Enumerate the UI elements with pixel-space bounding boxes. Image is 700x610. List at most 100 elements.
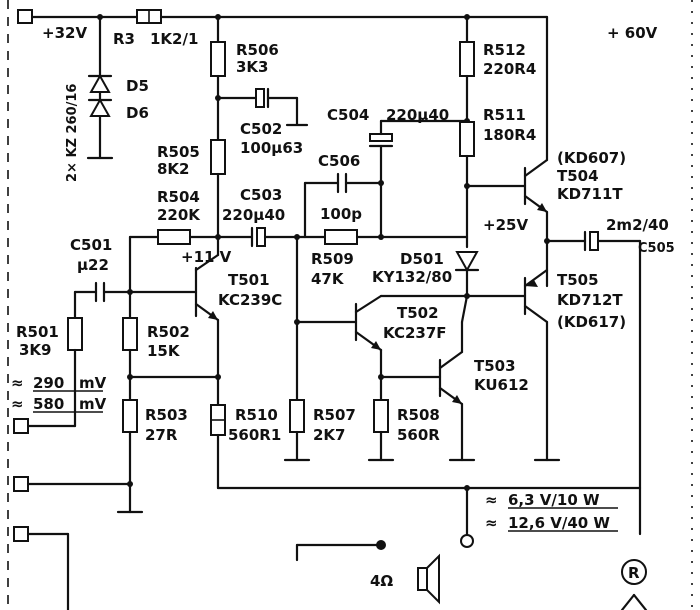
input-level-2: 580	[33, 395, 64, 413]
input-terminal	[13, 418, 29, 434]
t505-type: KD712T	[557, 291, 623, 309]
t504-label: T504	[557, 167, 599, 185]
r504-value: 220K	[157, 206, 201, 224]
r503-value: 27R	[145, 426, 178, 444]
input-unit-2: mV	[79, 395, 107, 413]
r511-value: 180R4	[483, 126, 536, 144]
d5-label: D5	[126, 77, 149, 95]
c501-value: μ22	[77, 256, 109, 274]
d6-zener	[89, 97, 111, 117]
t503-type: KU612	[474, 376, 529, 394]
r506-label: R506	[236, 41, 279, 59]
registered-mark-letter: R	[628, 564, 640, 582]
t501-collector	[194, 253, 220, 272]
r3-label: R3	[113, 30, 135, 48]
r508-value: 560R	[397, 426, 440, 444]
t505-alt: (KD617)	[557, 313, 626, 331]
supply-25v-label: +25V	[483, 216, 528, 234]
c504-label: C504	[327, 106, 369, 124]
c506-label: C506	[318, 152, 360, 170]
r509-value: 47K	[311, 270, 345, 288]
r502-resistor	[122, 317, 138, 351]
wire	[632, 593, 648, 610]
t502-label: T502	[397, 304, 439, 322]
r510-label: R510	[235, 406, 278, 424]
r501-value: 3K9	[19, 341, 52, 359]
r504-resistor	[157, 229, 191, 245]
wire	[620, 593, 636, 610]
r512-label: R512	[483, 41, 526, 59]
speaker-icon	[417, 567, 428, 591]
d501-diode	[455, 251, 479, 273]
r3-value: 1K2/1	[150, 30, 198, 48]
r510-value: 560R1	[228, 426, 281, 444]
output-approx-1: ≈	[485, 491, 498, 509]
c503-label: C503	[240, 186, 282, 204]
t501-arrow	[208, 311, 218, 320]
r503-resistor	[122, 399, 138, 433]
r507-resistor	[289, 399, 305, 433]
c504-value: 220μ40	[386, 106, 449, 124]
t502-collector	[354, 294, 383, 314]
r507-value: 2K7	[313, 426, 346, 444]
r507-label: R507	[313, 406, 356, 424]
t505-collector	[523, 304, 549, 324]
output-power-2: 12,6 V/40 W	[508, 514, 610, 532]
c503-plate2	[256, 227, 266, 247]
output-terminal	[460, 534, 474, 548]
c503-value: 220μ40	[222, 206, 285, 224]
t501-type: KC239C	[218, 291, 282, 309]
r511-label: R511	[483, 106, 526, 124]
r509-label: R509	[311, 250, 354, 268]
supply-32v-label: +32V	[42, 24, 87, 42]
d501-label: D501	[400, 250, 444, 268]
c502-label: C502	[240, 120, 282, 138]
r501-label: R501	[16, 323, 59, 341]
output-approx-2: ≈	[485, 514, 498, 532]
r512-resistor	[459, 41, 475, 77]
r504-label: R504	[157, 188, 200, 206]
r506-resistor	[210, 41, 226, 77]
t505-label: T505	[557, 271, 599, 289]
supply-32v-terminal	[17, 9, 33, 24]
t504-arrow	[537, 203, 547, 212]
input-unit-1: mV	[79, 374, 107, 392]
t503-arrow	[452, 395, 462, 404]
t504-type: KD711T	[557, 185, 623, 203]
r508-label: R508	[397, 406, 440, 424]
c505-value: 2m2/40	[606, 216, 669, 234]
r503-label: R503	[145, 406, 188, 424]
r506-value: 3K3	[236, 58, 269, 76]
t504-collector	[523, 158, 549, 178]
c502-plate	[255, 88, 265, 108]
d5-zener	[89, 73, 111, 93]
r512-value: 220R4	[483, 60, 536, 78]
r511-resistor	[459, 121, 475, 157]
output-power-1: 6,3 V/10 W	[508, 491, 600, 509]
r501-resistor	[67, 317, 83, 351]
c505-plate2	[589, 231, 599, 251]
supply-11v-label: +11 V	[181, 248, 232, 266]
junction	[127, 481, 133, 487]
r505-resistor	[210, 139, 226, 175]
t501-label: T501	[228, 271, 270, 289]
d6-label: D6	[126, 104, 149, 122]
r502-value: 15K	[147, 342, 181, 360]
r502-label: R502	[147, 323, 190, 341]
r505-value: 8K2	[157, 160, 190, 178]
supply-60v-label: + 60V	[607, 24, 658, 42]
t505-arrow	[525, 280, 538, 287]
load-label: 4Ω	[370, 572, 393, 590]
d501-value: KY132/80	[372, 268, 452, 286]
c506-value: 100p	[320, 205, 362, 223]
r509-resistor	[324, 229, 358, 245]
ground-output-terminal	[376, 540, 386, 550]
t502-type: KC237F	[383, 324, 447, 342]
r505-label: R505	[157, 143, 200, 161]
c502-value: 100μ63	[240, 139, 303, 157]
zener-note: 2× KZ 260/16	[65, 84, 80, 182]
speaker-cone-icon	[426, 553, 440, 605]
c501-label: C501	[70, 236, 112, 254]
